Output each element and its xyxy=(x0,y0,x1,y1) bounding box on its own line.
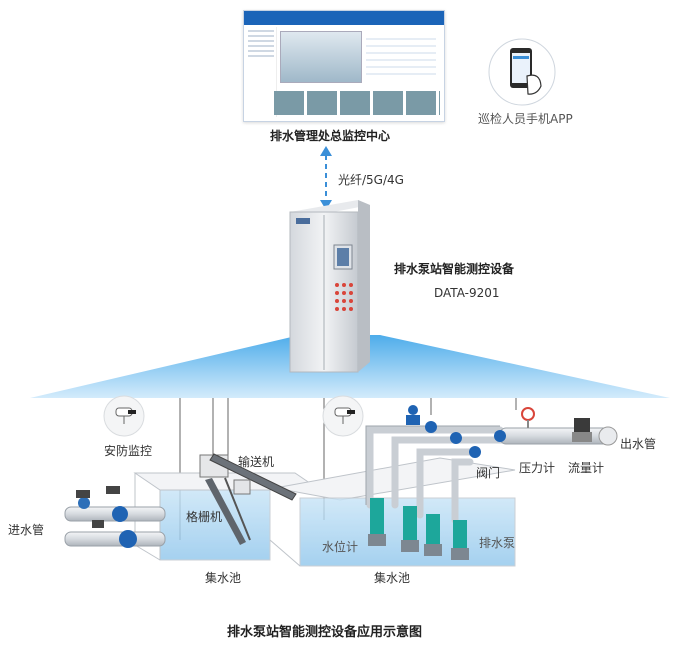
conveyor-label: 输送机 xyxy=(238,453,274,470)
arrow-up-icon xyxy=(320,146,332,156)
pump-label: 排水泵 xyxy=(479,534,515,551)
water-level-label: 水位计 xyxy=(322,538,358,555)
center-label: 排水管理处总监控中心 xyxy=(270,127,390,144)
screen-header xyxy=(244,11,444,25)
pressure-label: 压力计 xyxy=(519,459,555,476)
screen-sidebar xyxy=(246,27,277,117)
outlet-pipe xyxy=(500,428,612,444)
link-label: 光纤/5G/4G xyxy=(338,171,404,188)
security-label: 安防监控 xyxy=(104,442,152,459)
valve-label: 阀门 xyxy=(476,464,500,481)
inlet-label: 进水管 xyxy=(8,521,44,538)
pressure-gauge xyxy=(522,408,534,420)
app-label: 巡检人员手机APP xyxy=(478,110,573,127)
camera-icon xyxy=(104,396,144,436)
tank-left-label: 集水池 xyxy=(205,569,241,586)
screen-tank-view xyxy=(280,31,362,83)
device-name: 排水泵站智能测控设备 xyxy=(394,260,514,277)
inlet-pipes xyxy=(65,486,165,548)
device-model: DATA-9201 xyxy=(434,286,500,300)
screen-photo-strip xyxy=(274,91,440,115)
monitoring-screen xyxy=(243,10,445,122)
tank-right-label: 集水池 xyxy=(374,569,410,586)
outlet-label: 出水管 xyxy=(620,435,656,452)
control-cabinet xyxy=(290,200,370,372)
flowmeter-label: 流量计 xyxy=(568,459,604,476)
phone-app-icon xyxy=(489,39,555,105)
grille-label: 格栅机 xyxy=(186,508,222,525)
caption: 排水泵站智能测控设备应用示意图 xyxy=(227,621,422,640)
screen-data-panel xyxy=(366,33,436,77)
camera-icon xyxy=(323,396,363,436)
